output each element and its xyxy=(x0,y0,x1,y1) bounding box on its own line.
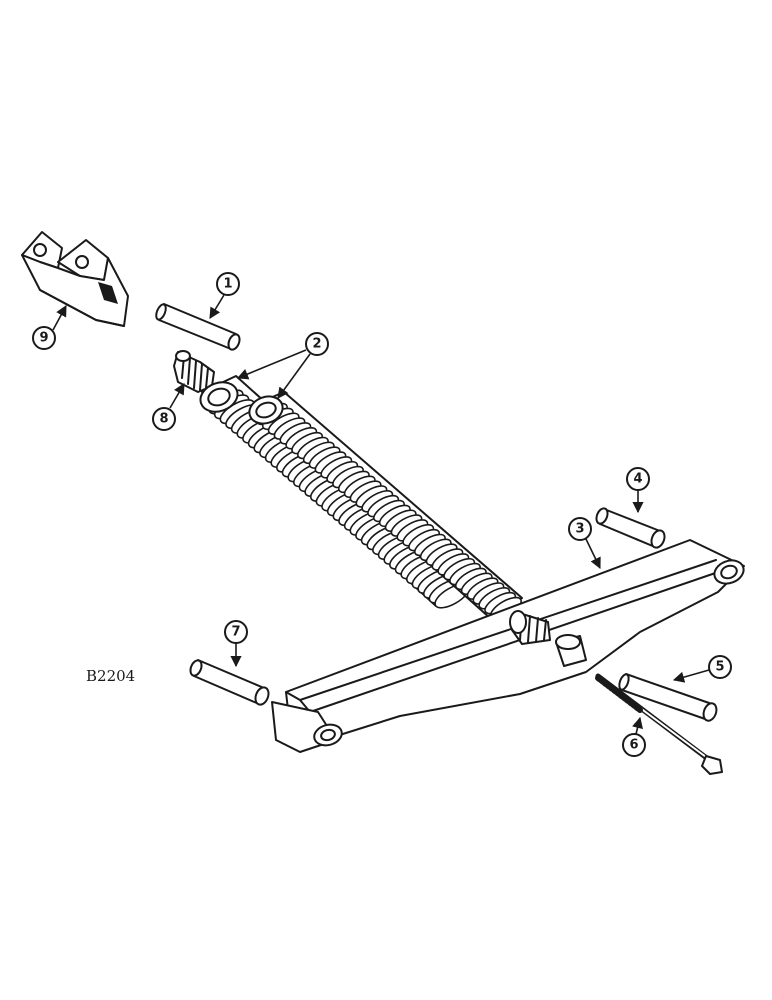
callout-number: 4 xyxy=(633,472,642,487)
callout-5: 5 xyxy=(708,655,732,679)
callout-number: 9 xyxy=(39,331,48,346)
callout-number: 7 xyxy=(231,625,240,640)
callout-number: 2 xyxy=(312,337,321,352)
spring-part-b xyxy=(248,391,523,620)
callout-number: 3 xyxy=(575,522,584,537)
callout-8: 8 xyxy=(152,407,176,431)
figure-id: B2204 xyxy=(86,667,135,685)
pin-part-5 xyxy=(618,673,718,722)
callout-3: 3 xyxy=(568,517,592,541)
callout-6: 6 xyxy=(622,733,646,757)
bolt-part xyxy=(595,673,723,775)
callout-number: 5 xyxy=(715,660,724,675)
spring-end-fitting xyxy=(509,610,551,645)
callout-1: 1 xyxy=(216,272,240,296)
spring-part-a xyxy=(199,375,471,609)
callout-9: 9 xyxy=(32,326,56,350)
callout-2: 2 xyxy=(305,332,329,356)
pin-part-4 xyxy=(595,507,666,549)
spring-plug-part xyxy=(173,350,215,393)
callout-number: 1 xyxy=(223,277,232,292)
callout-number: 6 xyxy=(629,738,638,753)
pin-part-1 xyxy=(155,303,241,351)
callout-4: 4 xyxy=(626,467,650,491)
callout-7: 7 xyxy=(224,620,248,644)
pin-part-7 xyxy=(189,659,270,706)
callout-number: 8 xyxy=(159,412,168,427)
bracket-part xyxy=(21,231,129,327)
arm-part xyxy=(271,539,745,753)
